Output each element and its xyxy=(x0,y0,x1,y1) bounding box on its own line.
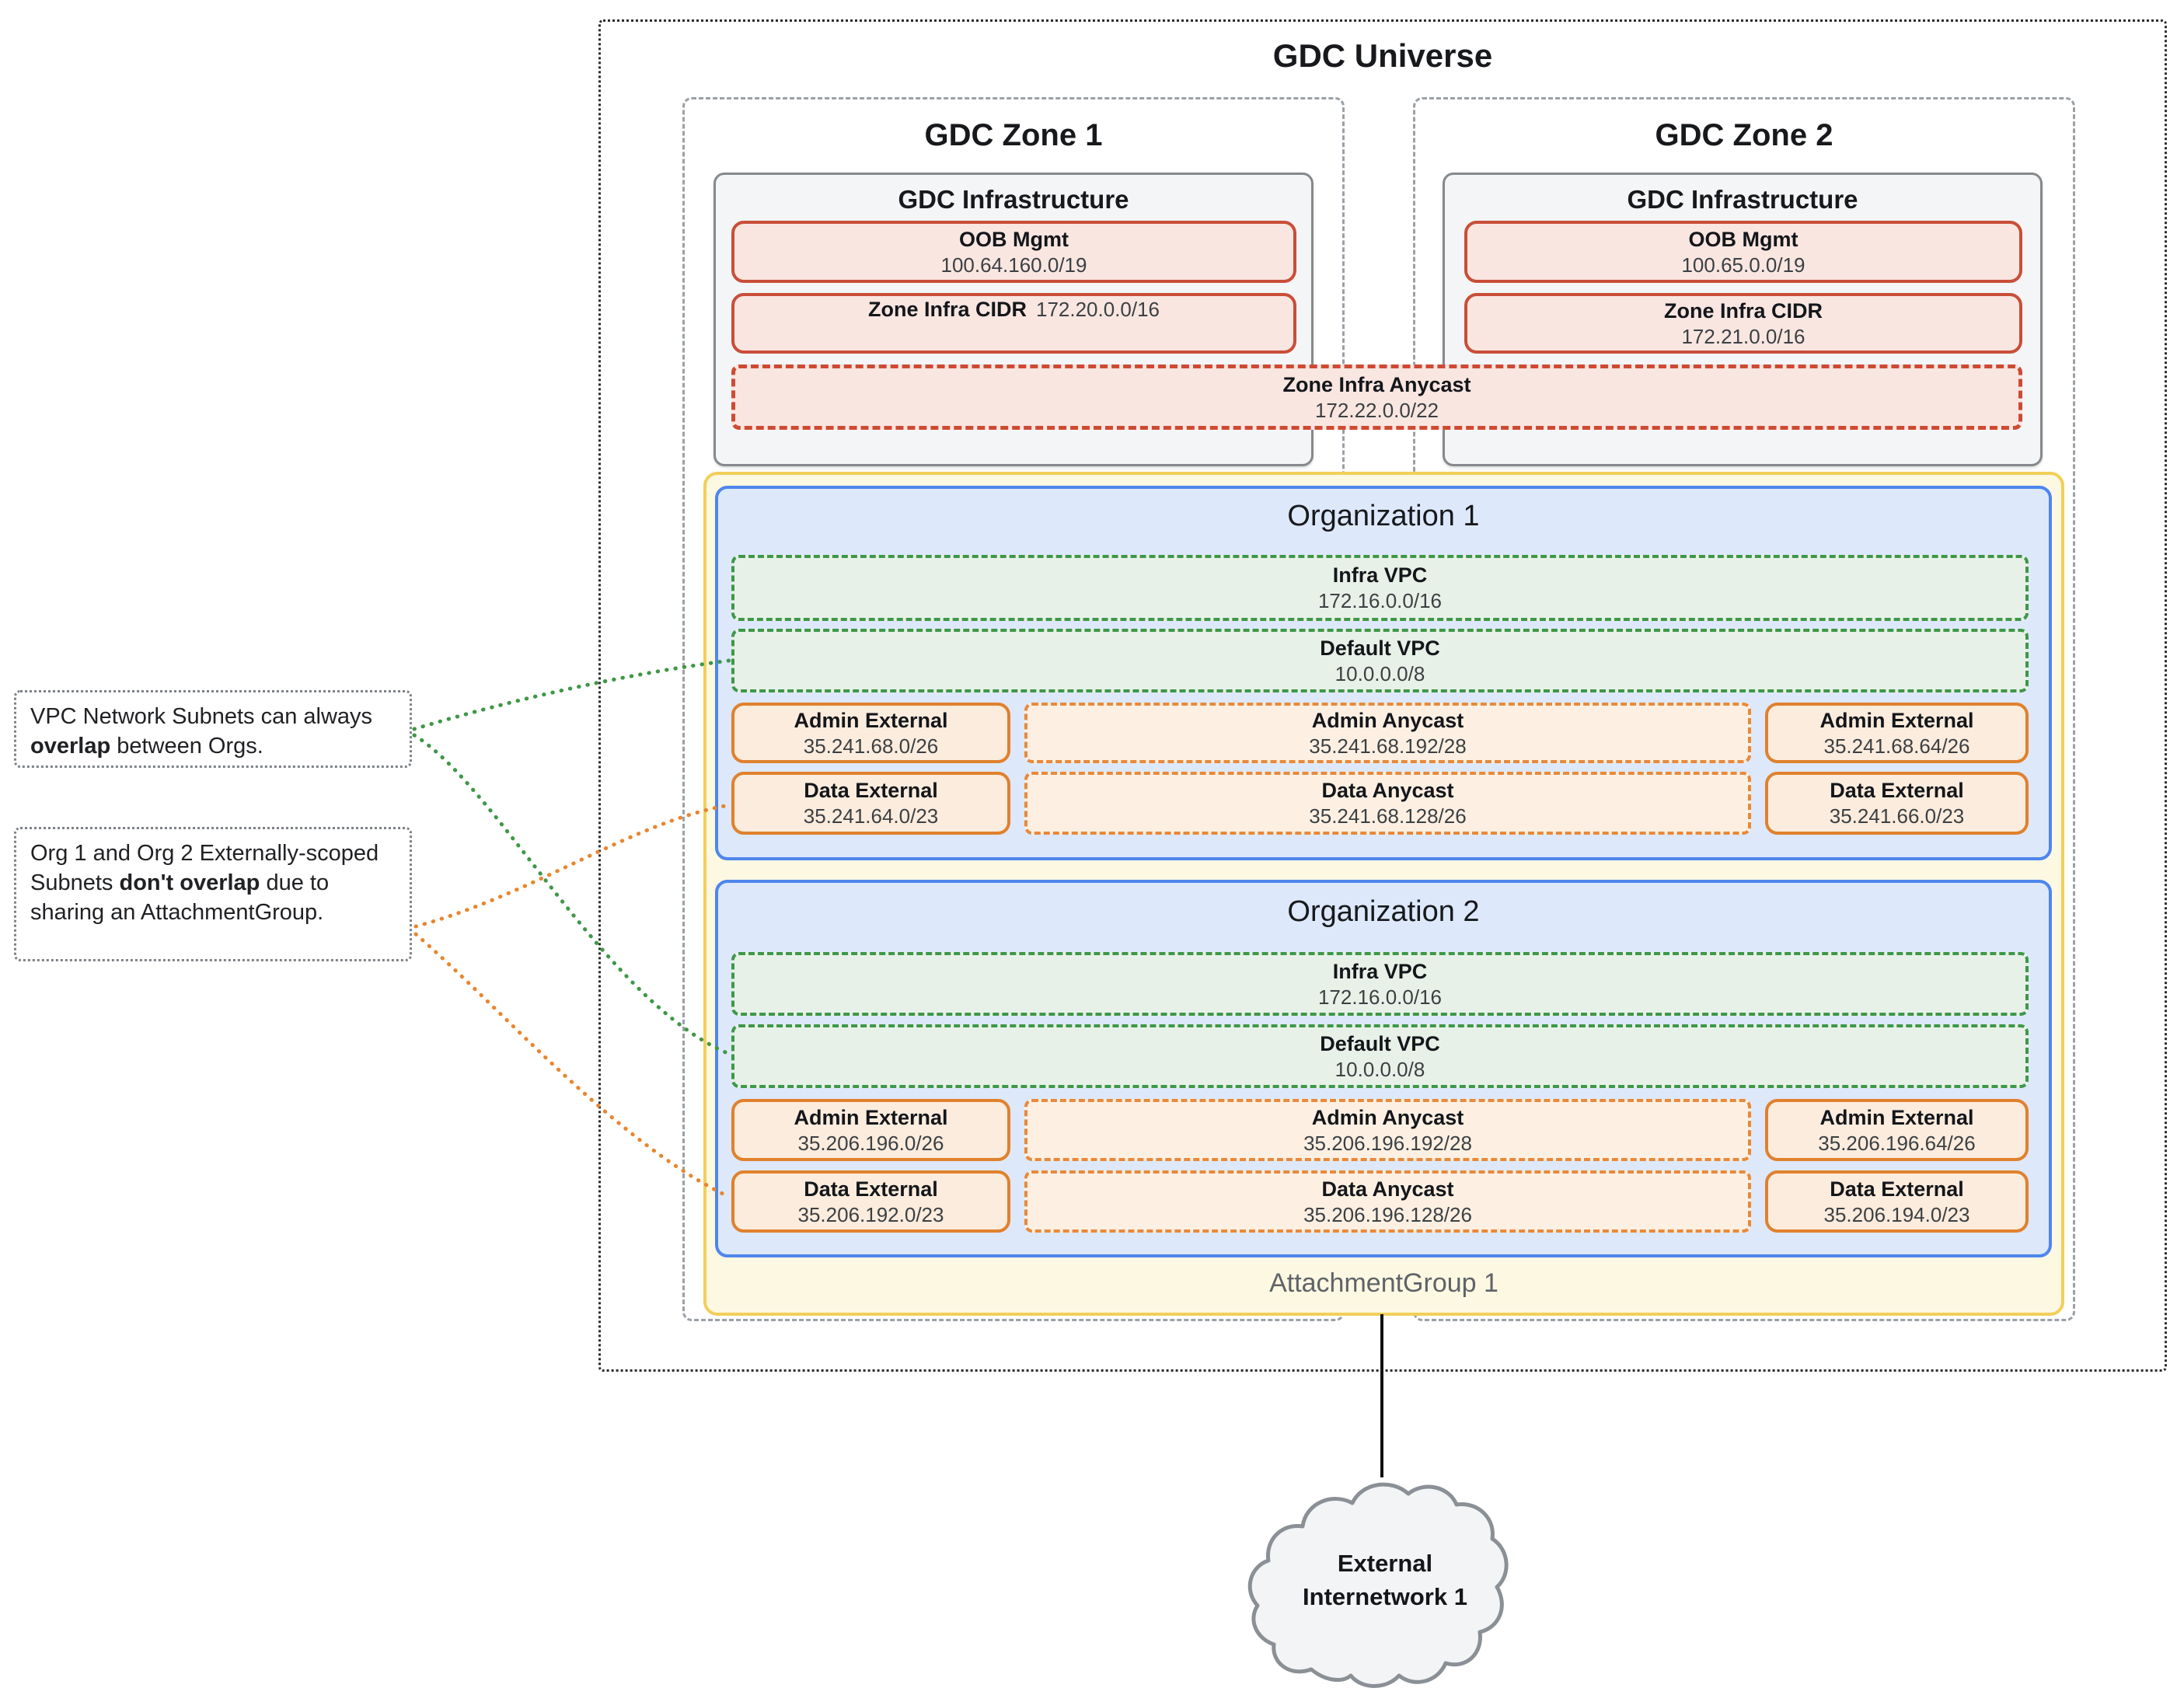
gdc-infrastructure-title-zone1: GDC Infrastructure xyxy=(898,185,1129,214)
default-vpc-cidr: 10.0.0.0/8 xyxy=(1334,1057,1425,1081)
cloud-label-line2: Internetwork 1 xyxy=(1303,1583,1467,1610)
gdc-universe-title: GDC Universe xyxy=(1272,37,1493,74)
org1-data-external-right-box: Data External 35.241.66.0/23 xyxy=(1765,772,2029,835)
oob-mgmt-label: OOB Mgmt xyxy=(1688,227,1798,251)
attachment-group-label: AttachmentGroup 1 xyxy=(1269,1268,1498,1298)
subnet-cidr: 35.241.68.128/26 xyxy=(1309,804,1467,828)
zone-infra-cidr-value: 172.21.0.0/16 xyxy=(1681,324,1805,348)
org2-admin-external-right-box: Admin External 35.206.196.64/26 xyxy=(1765,1099,2029,1161)
cloud-shape xyxy=(1247,1482,1509,1688)
organization-2-title: Organization 2 xyxy=(1287,895,1480,928)
gdc-zone-2-title: GDC Zone 2 xyxy=(1655,118,1833,152)
org1-admin-anycast-box: Admin Anycast 35.241.68.192/28 xyxy=(1024,703,1751,763)
oob-mgmt-box-zone1: OOB Mgmt 100.64.160.0/19 xyxy=(731,221,1296,283)
subnet-label: Admin Anycast xyxy=(1311,1105,1464,1129)
subnet-label: Admin External xyxy=(1819,1105,1974,1129)
infra-vpc-label: Infra VPC xyxy=(1332,563,1428,587)
org2-data-anycast-box: Data Anycast 35.206.196.128/26 xyxy=(1024,1170,1751,1233)
subnet-cidr: 35.206.194.0/23 xyxy=(1823,1202,1970,1226)
cloud-label-line1: External xyxy=(1337,1550,1433,1577)
zone-infra-cidr-label: Zone Infra CIDR xyxy=(867,298,1027,321)
zone-infra-cidr-label: Zone Infra CIDR xyxy=(1663,298,1823,323)
overlap-note: VPC Network Subnets can always overlap b… xyxy=(14,690,412,768)
zone-infra-anycast-label: Zone Infra Anycast xyxy=(1282,372,1471,396)
oob-mgmt-box-zone2: OOB Mgmt 100.65.0.0/19 xyxy=(1464,221,2022,283)
org2-admin-anycast-box: Admin Anycast 35.206.196.192/28 xyxy=(1024,1099,1751,1161)
org2-data-external-left-box: Data External 35.206.192.0/23 xyxy=(731,1170,1010,1233)
default-vpc-label: Default VPC xyxy=(1320,636,1440,660)
subnet-label: Admin Anycast xyxy=(1311,708,1464,732)
org1-admin-external-right-box: Admin External 35.241.68.64/26 xyxy=(1765,703,2029,763)
gdc-zone-1-title: GDC Zone 1 xyxy=(924,118,1103,152)
subnet-cidr: 35.241.68.64/26 xyxy=(1823,734,1970,758)
subnet-cidr: 35.241.64.0/23 xyxy=(803,804,939,828)
note-bold-text: overlap xyxy=(30,734,111,759)
zone-infra-cidr-value: 172.20.0.0/16 xyxy=(1035,298,1160,321)
oob-mgmt-cidr: 100.65.0.0/19 xyxy=(1681,253,1805,277)
subnet-cidr: 35.206.192.0/23 xyxy=(797,1202,944,1226)
note-text: due to sharing an AttachmentGroup. xyxy=(30,870,330,925)
external-internetwork-cloud xyxy=(1247,1482,1509,1688)
organization-1-title: Organization 1 xyxy=(1287,500,1480,532)
zone-infra-cidr-box-zone1: Zone Infra CIDR 172.20.0.0/16 xyxy=(731,293,1296,354)
subnet-cidr: 35.206.196.192/28 xyxy=(1303,1131,1472,1155)
org2-admin-external-left-box: Admin External 35.206.196.0/26 xyxy=(731,1099,1010,1161)
note-text: VPC Network Subnets can always xyxy=(30,704,373,729)
subnet-label: Data External xyxy=(804,779,938,802)
subnet-label: Data Anycast xyxy=(1321,779,1454,802)
org1-infra-vpc-box: Infra VPC 172.16.0.0/16 xyxy=(731,555,2029,621)
infra-vpc-cidr: 172.16.0.0/16 xyxy=(1317,589,1443,612)
org1-default-vpc-box: Default VPC 10.0.0.0/8 xyxy=(731,629,2029,692)
subnet-cidr: 35.206.196.64/26 xyxy=(1818,1131,1976,1155)
default-vpc-label: Default VPC xyxy=(1320,1031,1440,1055)
subnet-label: Admin External xyxy=(794,1105,948,1129)
note-text: Org 1 and Org 2 Externally-scoped Subnet… xyxy=(30,841,379,895)
note-text: between Orgs. xyxy=(110,734,263,759)
org2-infra-vpc-box: Infra VPC 172.16.0.0/16 xyxy=(731,952,2029,1016)
zone-infra-anycast-cidr: 172.22.0.0/22 xyxy=(1314,398,1439,422)
default-vpc-cidr: 10.0.0.0/8 xyxy=(1334,661,1425,685)
note-bold-text: don't overlap xyxy=(119,870,260,895)
org1-data-anycast-box: Data Anycast 35.241.68.128/26 xyxy=(1024,772,1751,835)
subnet-label: Admin External xyxy=(1819,708,1974,732)
subnet-label: Data External xyxy=(1830,1177,1964,1201)
zone-infra-cidr-box-zone2: Zone Infra CIDR 172.21.0.0/16 xyxy=(1464,293,2022,354)
subnet-cidr: 35.241.68.0/26 xyxy=(803,734,939,758)
subnet-label: Data External xyxy=(1830,779,1964,802)
subnet-cidr: 35.241.68.192/28 xyxy=(1309,734,1467,758)
subnet-cidr: 35.206.196.0/26 xyxy=(797,1131,944,1155)
attachment-to-internetwork-line xyxy=(1380,1314,1383,1477)
org2-default-vpc-box: Default VPC 10.0.0.0/8 xyxy=(731,1024,2029,1088)
subnet-cidr: 35.206.196.128/26 xyxy=(1303,1202,1472,1226)
zone-infra-anycast-box: Zone Infra Anycast 172.22.0.0/22 xyxy=(731,364,2022,430)
external-internetwork-label: External Internetwork 1 xyxy=(1237,1547,1533,1613)
org1-data-external-left-box: Data External 35.241.64.0/23 xyxy=(731,772,1010,835)
subnet-label: Admin External xyxy=(794,708,948,732)
infra-vpc-cidr: 172.16.0.0/16 xyxy=(1317,985,1443,1009)
gdc-infrastructure-title-zone2: GDC Infrastructure xyxy=(1627,185,1858,214)
no-overlap-note: Org 1 and Org 2 Externally-scoped Subnet… xyxy=(14,827,412,961)
org1-admin-external-left-box: Admin External 35.241.68.0/26 xyxy=(731,703,1010,763)
oob-mgmt-cidr: 100.64.160.0/19 xyxy=(940,253,1087,277)
infra-vpc-label: Infra VPC xyxy=(1332,959,1428,983)
subnet-cidr: 35.241.66.0/23 xyxy=(1829,804,1965,828)
oob-mgmt-label: OOB Mgmt xyxy=(959,227,1069,251)
subnet-label: Data Anycast xyxy=(1321,1177,1454,1201)
subnet-label: Data External xyxy=(804,1177,938,1201)
org2-data-external-right-box: Data External 35.206.194.0/23 xyxy=(1765,1170,2029,1233)
